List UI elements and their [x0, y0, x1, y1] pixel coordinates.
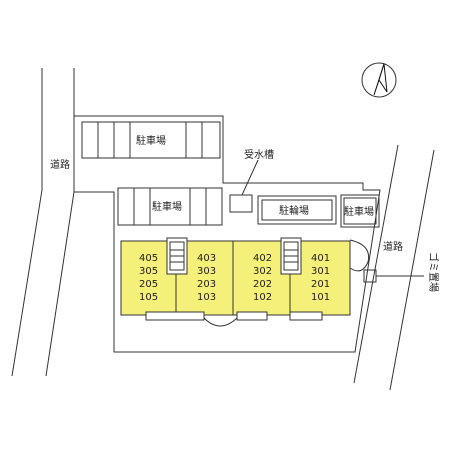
- turning-area: [349, 239, 370, 272]
- unit-column-2: 403 303 203 103: [197, 253, 216, 303]
- parking-top-label: 駐車場: [136, 134, 166, 147]
- water-tank-leader: [241, 159, 259, 196]
- unit-column-3: 402 302 202 102: [253, 253, 272, 303]
- parking-mid-label: 駐車場: [152, 200, 182, 213]
- unit-label: 103: [197, 292, 216, 303]
- stairs-right: [280, 237, 302, 275]
- road-right: [353, 144, 435, 391]
- garbage-label: ゴミ置場: [427, 252, 440, 292]
- parking-mid: [117, 187, 223, 226]
- water-tank: [229, 194, 253, 213]
- stairs-left: [166, 237, 188, 275]
- building: [120, 237, 351, 327]
- unit-column-4: 401 301 201 101: [311, 253, 330, 303]
- unit-label: 102: [253, 292, 272, 303]
- unit-column-1: 405 305 205 105: [139, 253, 158, 303]
- road-right-label: 道路: [383, 240, 403, 253]
- unit-label: 305: [139, 266, 158, 277]
- bicycle-parking: [257, 195, 337, 225]
- unit-label: 402: [253, 253, 272, 264]
- unit-label: 401: [311, 253, 330, 264]
- unit-label: 405: [139, 253, 158, 264]
- unit-label: 205: [139, 279, 158, 290]
- property-boundary: [73, 115, 381, 353]
- bicycle-parking-label: 駐輪場: [279, 204, 309, 217]
- unit-label: 105: [139, 292, 158, 303]
- unit-label: 303: [197, 266, 216, 277]
- parking-top: [81, 121, 221, 159]
- unit-label: 203: [197, 279, 216, 290]
- water-tank-label: 受水槽: [244, 148, 274, 161]
- unit-label: 403: [197, 253, 216, 264]
- unit-label: 202: [253, 279, 272, 290]
- unit-label: 101: [311, 292, 330, 303]
- road-left-label: 道路: [50, 158, 70, 171]
- unit-label: 201: [311, 279, 330, 290]
- unit-label: 302: [253, 266, 272, 277]
- road-left: [11, 68, 75, 377]
- parking-right-label: 駐車場: [344, 205, 374, 218]
- parking-right: [340, 194, 380, 228]
- north-arrow-icon: [361, 62, 397, 98]
- unit-label: 301: [311, 266, 330, 277]
